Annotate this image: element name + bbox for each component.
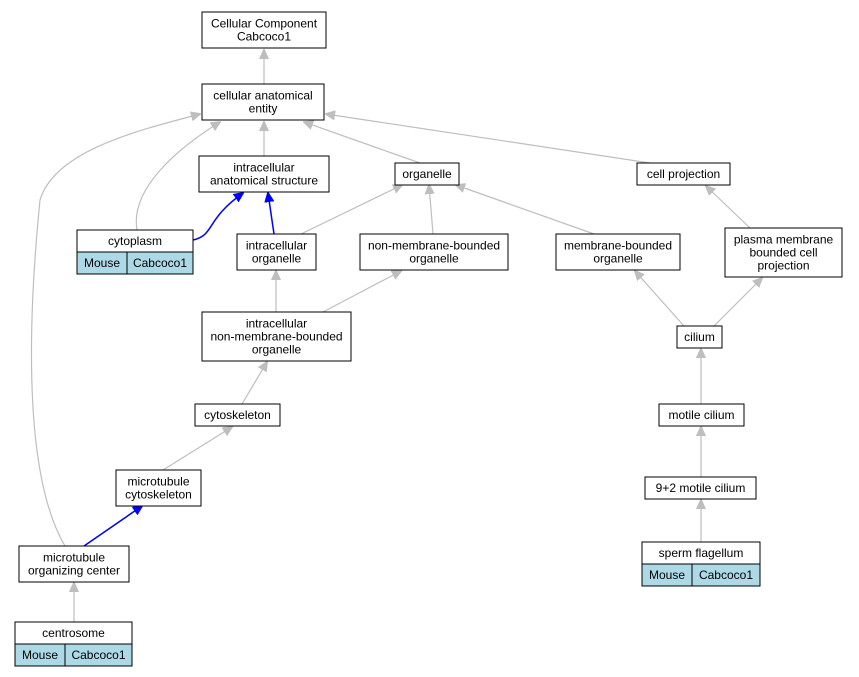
edge-microtubule-cytoskeleton-to-cytoskeleton [162, 427, 232, 471]
node-box [658, 403, 745, 427]
annotation-organism: Mouse [649, 568, 685, 582]
node-box [394, 162, 460, 186]
annotation-gene: Cabcoco1 [71, 648, 125, 662]
node-box [115, 469, 202, 507]
node-box [201, 83, 325, 121]
node-label-line: non-membrane-bounded [368, 239, 500, 253]
annotation-gene: Cabcoco1 [699, 568, 753, 582]
node-label-line: Cabcoco1 [237, 30, 291, 44]
node-label-line: entity [249, 102, 278, 116]
node-box [18, 545, 130, 583]
node-label-line: motile cilium [668, 408, 734, 422]
node-label-line: organelle [402, 167, 452, 181]
node-label-line: microtubule [127, 475, 189, 489]
node-label-line: organelle [409, 252, 459, 266]
node-box [201, 311, 352, 362]
node-label-line: intracellular [246, 239, 307, 253]
node-organelle[interactable]: organelle [394, 162, 460, 186]
node-label-line: bounded cell [749, 246, 817, 260]
edge-cytoplasm-to-intracellular-anatomical-structure [192, 193, 243, 241]
node-label-line: cytoskeleton [125, 488, 192, 502]
node-box [724, 227, 843, 278]
node-motile-cilium[interactable]: motile cilium [658, 403, 745, 427]
edge-membrane-bounded-organelle-to-organelle [456, 185, 595, 235]
node-label-line: 9+2 motile cilium [656, 481, 746, 495]
node-cytoskeleton[interactable]: cytoskeleton [194, 403, 281, 427]
node-label-line: organizing center [28, 564, 120, 578]
annotation-gene-cell [691, 563, 761, 587]
node-label-line: projection [757, 259, 809, 273]
annotation-organism: Mouse [84, 256, 120, 270]
node-nine-plus-two-motile-cilium[interactable]: 9+2 motile cilium [644, 476, 757, 500]
node-box [676, 325, 723, 349]
node-label-line: plasma membrane [734, 233, 834, 247]
edge-plasma-membrane-bounded-cell-projection-to-cell-projection [706, 186, 751, 229]
node-label-line: organelle [252, 252, 302, 266]
node-label-line: cell projection [647, 167, 720, 181]
node-box [198, 155, 330, 193]
node-box [194, 403, 281, 427]
node-label-line: sperm flagellum [659, 546, 744, 560]
edge-microtubule-organizing-center-to-microtubule-cytoskeleton [83, 506, 142, 547]
node-box [555, 233, 681, 271]
edge-microtubule-organizing-center-to-cellular-anatomical-entity [30, 114, 200, 547]
edge-intracellular-non-membrane-bounded-organelle-to-non-membrane-bounded-organelle [322, 271, 401, 313]
edge-cilium-to-plasma-membrane-bounded-cell-projection [713, 278, 762, 327]
node-label-line: intracellular [246, 317, 307, 331]
edge-cytoplasm-to-cellular-anatomical-entity [135, 122, 220, 231]
annotation-gene-cell [64, 643, 133, 667]
node-label-line: Cellular Component [211, 17, 318, 31]
edge-cell-projection-to-cellular-anatomical-entity [326, 114, 651, 164]
node-label-line: intracellular [233, 161, 294, 175]
edge-intracellular-organelle-to-organelle [300, 185, 402, 235]
node-box [644, 476, 757, 500]
node-box [359, 233, 509, 271]
node-box [236, 233, 317, 271]
node-label-line: anatomical structure [210, 174, 318, 188]
node-box [201, 11, 327, 49]
annotation-gene: Cabcoco1 [133, 256, 187, 270]
node-label-line: organelle [593, 252, 643, 266]
node-label-line: cytoskeleton [204, 408, 271, 422]
edge-non-membrane-bounded-organelle-to-organelle [429, 185, 433, 235]
node-label-line: cellular anatomical [213, 89, 312, 103]
edges-layer [30, 50, 762, 622]
node-intracellular-non-membrane-bounded-organelle[interactable]: intracellularnon-membrane-boundedorganel… [201, 311, 352, 362]
node-label-line: non-membrane-bounded [210, 330, 342, 344]
node-label-line: membrane-bounded [564, 239, 672, 253]
node-label-line: centrosome [42, 626, 105, 640]
annotation-organism: Mouse [22, 648, 58, 662]
edge-organelle-to-cellular-anatomical-entity [304, 122, 421, 164]
node-label-line: cytoplasm [108, 234, 162, 248]
edge-intracellular-organelle-to-intracellular-anatomical-structure [268, 193, 275, 235]
node-box [636, 162, 731, 186]
edge-cytoskeleton-to-intracellular-non-membrane-bounded-organelle [241, 362, 267, 405]
node-cell-projection[interactable]: cell projection [636, 162, 731, 186]
annotation-gene-cell [126, 251, 194, 275]
node-cilium[interactable]: cilium [676, 325, 723, 349]
edge-cilium-to-membrane-bounded-organelle [635, 271, 685, 327]
node-label-line: microtubule [43, 551, 105, 565]
node-label-line: organelle [252, 343, 302, 357]
node-label-line: cilium [684, 330, 715, 344]
